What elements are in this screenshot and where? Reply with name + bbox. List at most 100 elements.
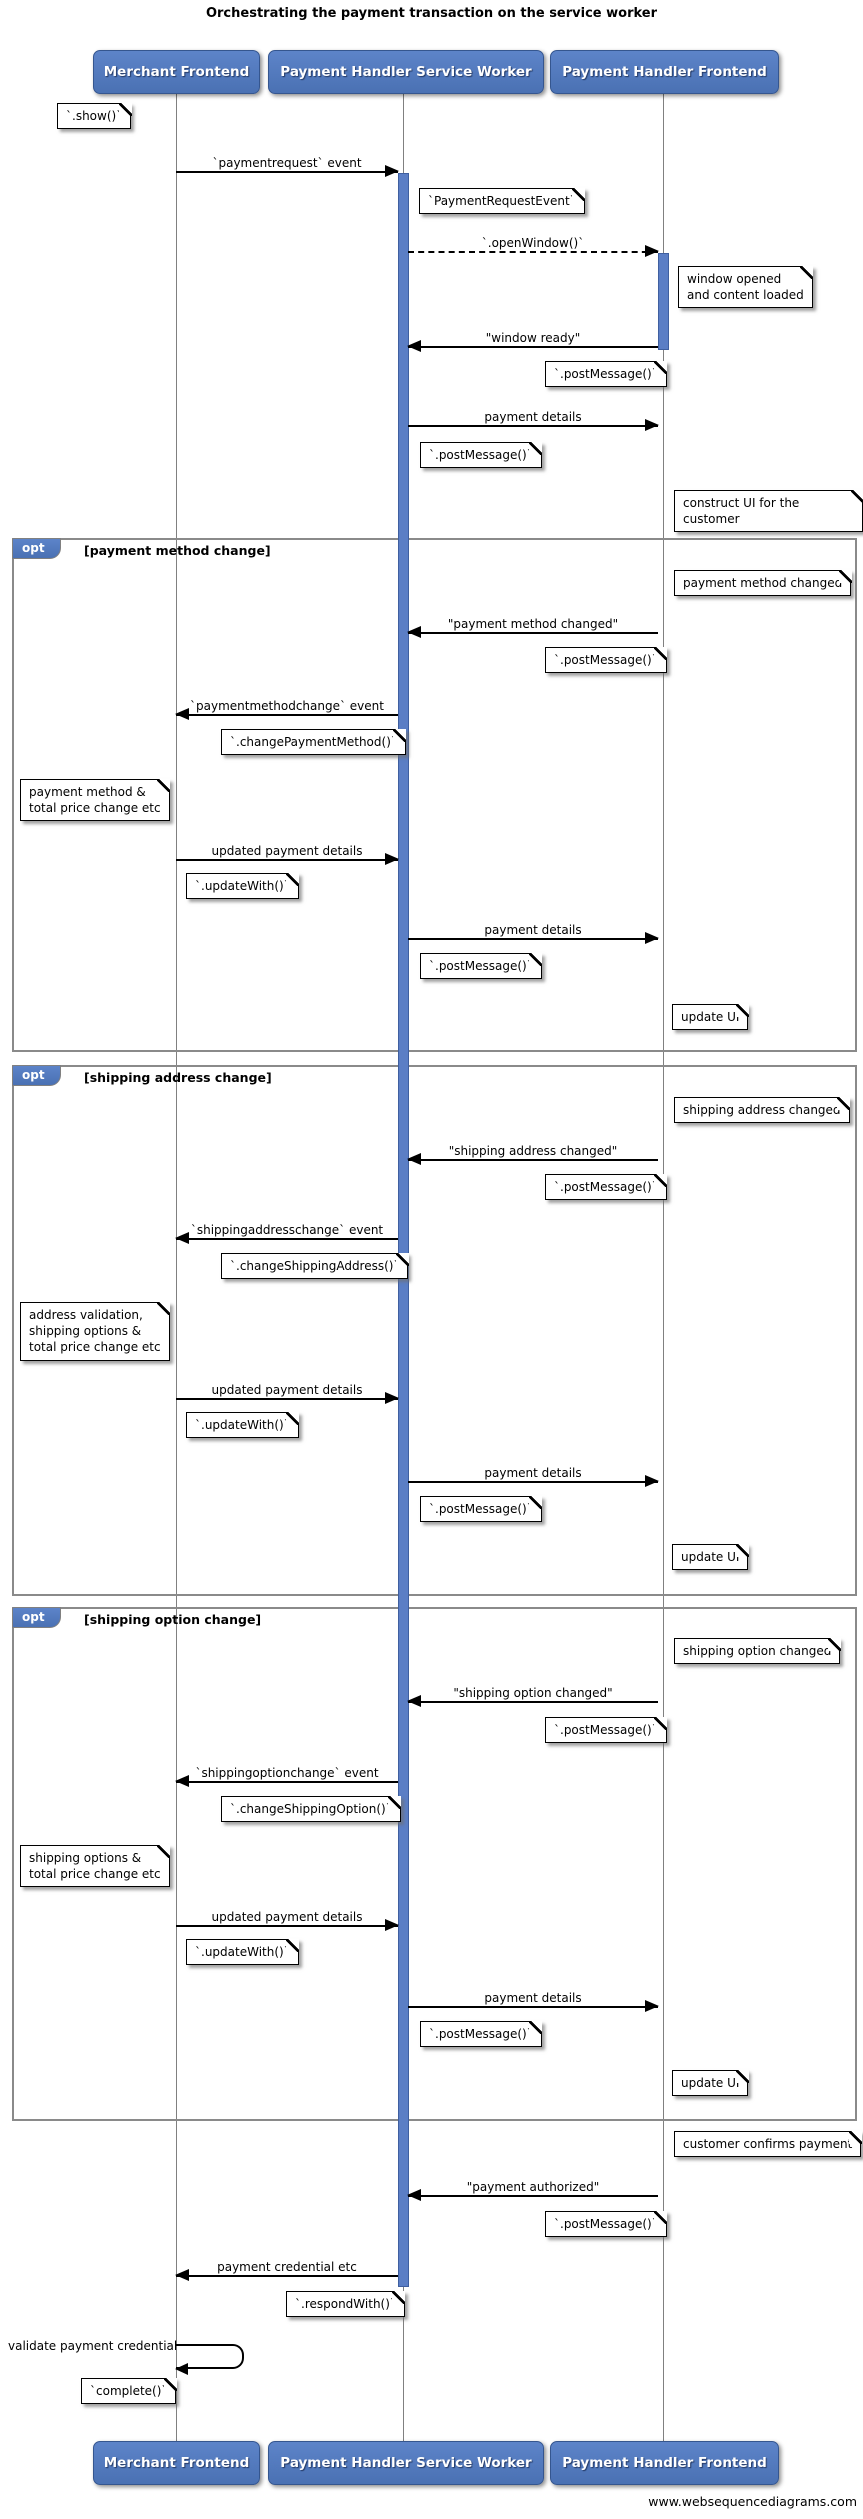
actor-merchant-frontend-bottom: Merchant Frontend [93,2441,260,2485]
note-paymentrequestevent: `PaymentRequestEvent` [419,187,586,215]
note-construct-ui: construct UI for the customer [674,489,863,533]
actor-service-worker-top: Payment Handler Service Worker [268,50,544,94]
note-text: `.show()` [66,109,123,123]
actor-label: Merchant Frontend [103,2455,250,2471]
arrowhead-left-icon [175,1232,189,1244]
note-fold-icon [286,1938,300,1952]
note-text: payment method & total price change etc [29,785,161,816]
note-fold-icon [393,728,407,742]
message-line [408,938,658,940]
note-postmessage-9: `.postMessage()` [545,2210,668,2238]
message-label: payment details [484,410,582,424]
note-text: `complete()` [90,2384,168,2398]
note-updatewith-1: `.updateWith()` [186,872,300,900]
note-text: `.postMessage()` [429,1502,533,1516]
arrowhead-right-icon [645,245,659,257]
note-fold-icon [286,872,300,886]
lifeline-payment-handler-frontend [663,92,664,2443]
arrowhead-left-icon [175,1775,189,1787]
message-label: payment credential etc [217,2260,357,2274]
note-text: shipping options & total price change et… [29,1851,161,1882]
message-label: `paymentmethodchange` event [190,699,384,713]
note-update-ui-2: update UI [672,1543,749,1571]
message-line [176,2275,398,2277]
arrowhead-left-icon [407,1153,421,1165]
message-label: `paymentrequest` event [212,156,362,170]
message-line [408,1159,658,1161]
note-fold-icon [157,1301,171,1315]
opt-condition: [payment method change] [84,543,271,558]
message-line [176,859,398,861]
note-postmessage-5: `.postMessage()` [545,1173,668,1201]
note-changeshippingoption: `.changeShippingOption()` [221,1795,402,1823]
arrowhead-right-icon [385,165,399,177]
message-line [176,1238,398,1240]
message-line [408,2006,658,2008]
note-payment-method-changed: payment method changed [674,569,852,597]
note-text: `.postMessage()` [554,367,658,381]
note-payment-method-total-price: payment method & total price change etc [20,778,171,822]
message-line [408,425,658,427]
note-fold-icon [850,489,863,503]
note-text: payment method changed [683,576,843,590]
note-fold-icon [654,2210,668,2224]
note-fold-icon [735,1003,749,1017]
note-text: update UI [681,1550,740,1564]
actor-payment-handler-frontend-bottom: Payment Handler Frontend [550,2441,779,2485]
message-label: `.openWindow()` [481,236,585,250]
note-fold-icon [800,265,814,279]
note-text: shipping address changed [683,1103,841,1117]
note-postmessage-1: `.postMessage()` [545,360,668,388]
note-postmessage-6: `.postMessage()` [420,1495,543,1523]
arrowhead-right-icon [645,419,659,431]
opt-label: opt [12,1065,61,1086]
note-fold-icon [529,1495,543,1509]
note-text: `.postMessage()` [429,959,533,973]
actor-payment-handler-frontend-top: Payment Handler Frontend [550,50,779,94]
arrowhead-left-icon [175,2363,188,2375]
note-complete: `complete()` [81,2377,177,2405]
activation-bar-payment-handler-frontend [658,253,669,350]
note-text: `.postMessage()` [554,1180,658,1194]
note-text: `.postMessage()` [429,448,533,462]
arrowhead-right-icon [385,1392,399,1404]
actor-label: Merchant Frontend [103,64,250,80]
message-line [408,632,658,634]
note-text: shipping option changed [683,1644,832,1658]
message-label: `shippingoptionchange` event [195,1766,379,1780]
message-line [408,346,658,348]
actor-label: Payment Handler Service Worker [280,64,532,80]
message-label: updated payment details [211,1383,363,1397]
arrowhead-left-icon [175,708,189,720]
arrowhead-left-icon [407,340,421,352]
note-shipping-options-total-price: shipping options & total price change et… [20,1844,171,1888]
note-respondwith: `.respondWith()` [286,2290,406,2318]
arrowhead-right-icon [645,932,659,944]
note-fold-icon [529,2020,543,2034]
note-fold-icon [286,1411,300,1425]
actor-merchant-frontend-top: Merchant Frontend [93,50,260,94]
note-text: `.changeShippingAddress()` [230,1259,400,1273]
note-fold-icon [837,1096,851,1110]
note-fold-icon [118,102,132,116]
note-show: `.show()` [57,102,132,130]
message-label: updated payment details [211,844,363,858]
note-shipping-option-changed: shipping option changed [674,1637,841,1665]
arrowhead-right-icon [645,2000,659,2012]
message-label: "payment authorized" [466,2180,600,2194]
opt-fragment-shipping-option-change: opt [shipping option change] [12,1607,857,2121]
note-postmessage-8: `.postMessage()` [420,2020,543,2048]
message-line [408,251,658,253]
diagram-title: Orchestrating the payment transaction on… [205,6,658,21]
message-line [408,1701,658,1703]
note-text: `.postMessage()` [554,2217,658,2231]
message-label: "window ready" [485,331,581,345]
note-text: `.updateWith()` [195,879,290,893]
actor-label: Payment Handler Frontend [562,64,767,80]
message-line [176,171,398,173]
note-fold-icon [163,2377,177,2391]
arrowhead-left-icon [407,2189,421,2201]
note-updatewith-3: `.updateWith()` [186,1938,300,1966]
note-changeshippingaddress: `.changeShippingAddress()` [221,1252,409,1280]
